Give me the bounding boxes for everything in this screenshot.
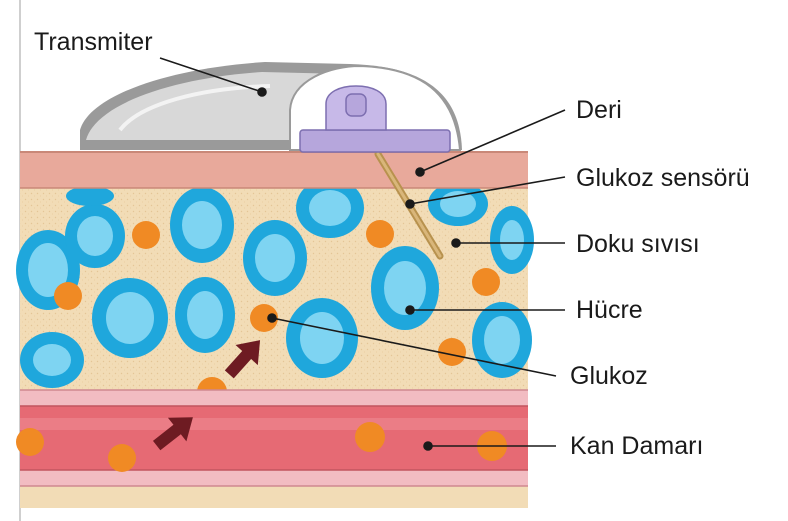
label-glucose: Glukoz: [566, 362, 652, 391]
glucose-molecule: [132, 221, 160, 249]
glucose-molecule: [355, 422, 385, 452]
cell: [92, 278, 168, 358]
label-cell: Hücre: [572, 296, 647, 325]
cell: [371, 246, 439, 330]
cell: [243, 220, 307, 296]
label-skin: Deri: [572, 96, 626, 125]
cell: [66, 186, 114, 206]
label-blood-vessel: Kan Damarı: [566, 432, 707, 461]
glucose-molecule: [472, 268, 500, 296]
cell: [175, 277, 235, 353]
skin-layer: [20, 152, 528, 188]
cell: [490, 206, 534, 274]
cell: [20, 332, 84, 388]
blood-vessel: [20, 390, 528, 508]
glucose-molecule: [108, 444, 136, 472]
cell: [286, 298, 358, 378]
cell: [65, 204, 125, 268]
glucose-molecule: [54, 282, 82, 310]
glucose-molecule: [366, 220, 394, 248]
label-tissue-fluid: Doku sıvısı: [572, 230, 704, 259]
glucose-molecule: [16, 428, 44, 456]
label-glucose-sensor: Glukoz sensörü: [572, 164, 754, 193]
cell: [170, 187, 234, 263]
sensor-base: [300, 130, 450, 152]
cell: [472, 302, 532, 378]
label-transmitter: Transmiter: [30, 28, 157, 57]
transmitter-device: [80, 62, 462, 152]
